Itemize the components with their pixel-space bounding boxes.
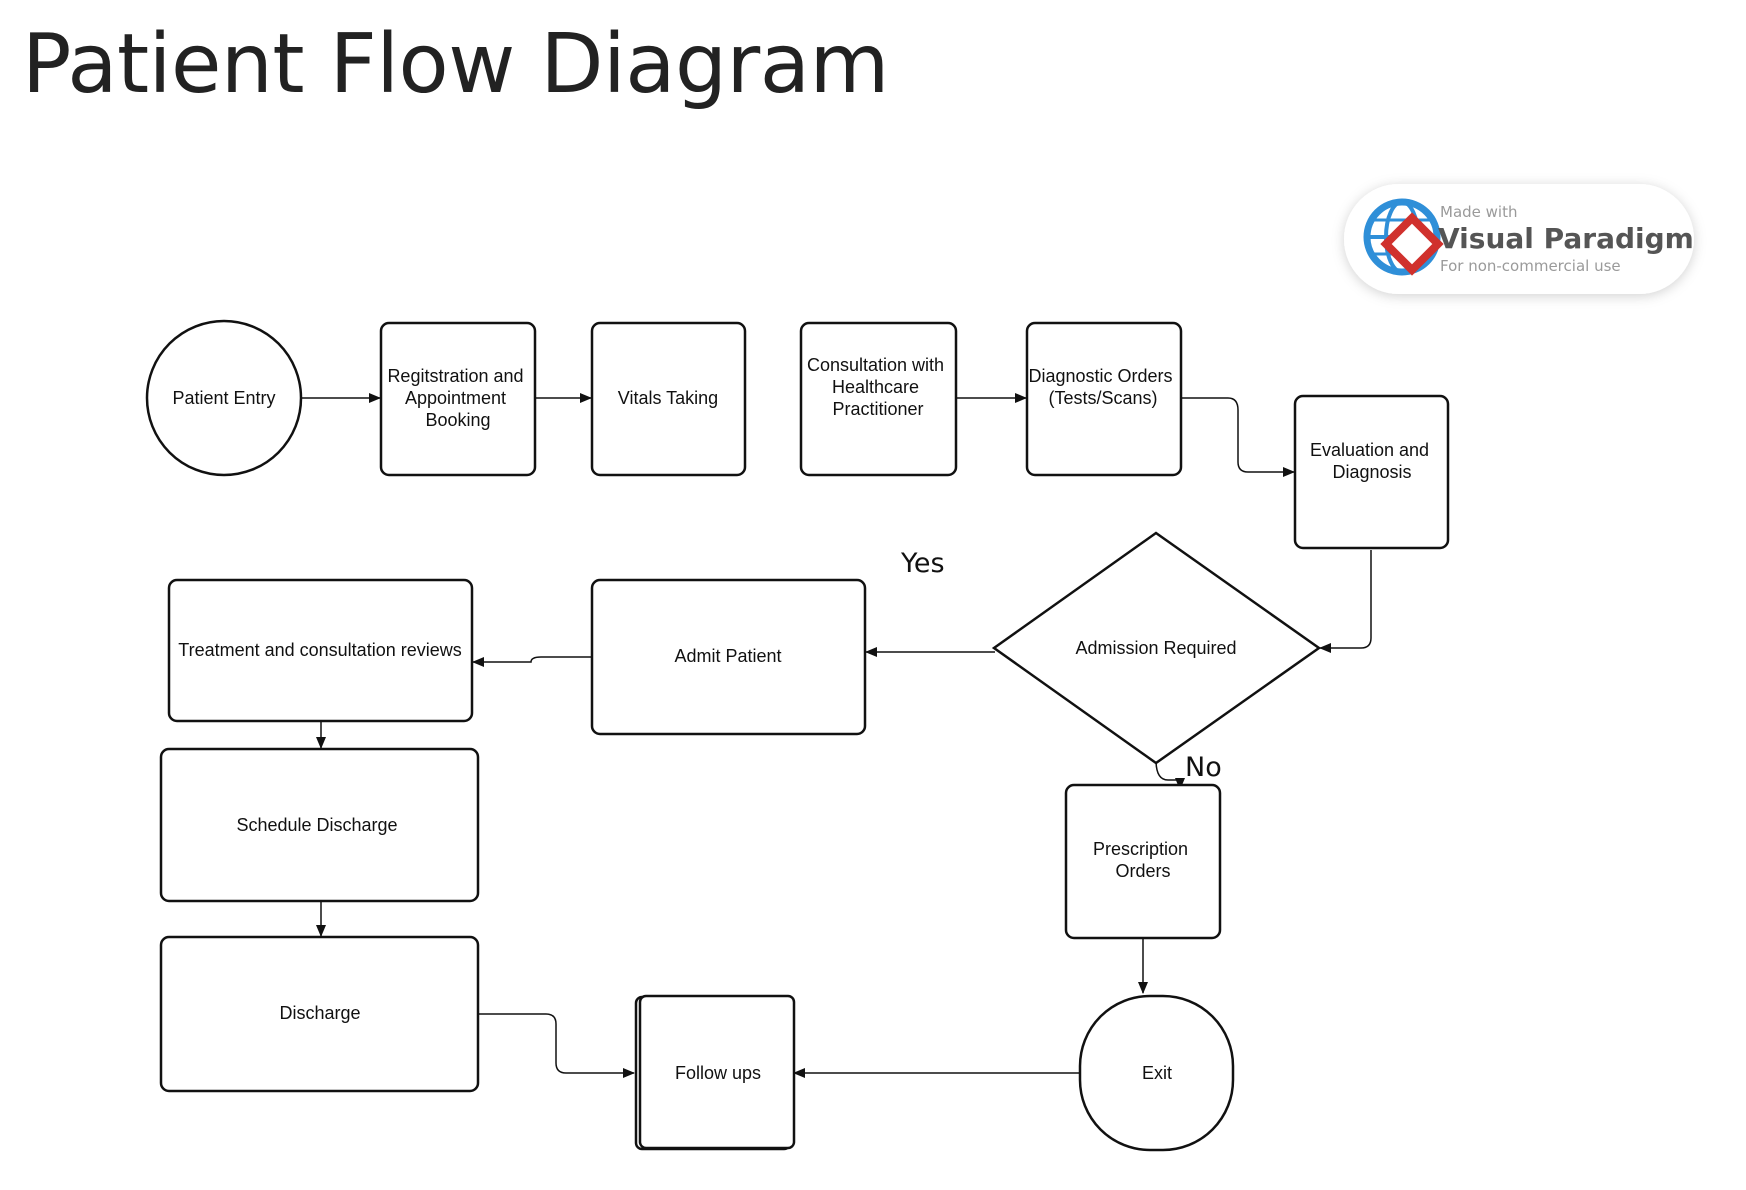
arrow-diagnostic-to-evaluation [1181,397,1295,477]
node-follow-ups [638,994,796,1150]
label-consultation: Consultation with Healthcare Practitione… [807,355,949,419]
globe-logo-icon [1363,198,1444,276]
label-diagnostic-orders: Diagnostic Orders (Tests/Scans) [1028,366,1177,408]
node-diagnostic-orders [1025,321,1183,477]
node-registration [379,321,537,477]
label-follow-ups: Follow ups [675,1063,761,1083]
node-schedule-discharge [159,747,480,903]
node-evaluation [1293,394,1450,550]
node-discharge [159,935,480,1093]
label-vitals: Vitals Taking [618,388,718,408]
branch-label-yes: Yes [900,548,945,579]
node-admit-patient [590,578,867,736]
connectors [302,393,1372,1078]
node-consultation [799,321,958,477]
node-exit [1078,994,1235,1152]
badge-made-with: Made with [1440,203,1517,221]
label-discharge: Discharge [279,1003,360,1023]
node-prescription [1064,783,1222,940]
node-patient-entry [145,319,303,477]
label-treatment: Treatment and consultation reviews [178,640,461,660]
label-prescription: Prescription Orders [1093,839,1193,881]
node-treatment [167,578,474,723]
label-exit: Exit [1142,1063,1172,1083]
node-vitals [590,321,747,477]
label-registration: Regitstration and Appointment Booking [387,366,528,430]
arrow-discharge-to-followups [478,1013,635,1078]
label-evaluation: Evaluation and Diagnosis [1310,440,1434,482]
page-title: Patient Flow Diagram [22,17,889,112]
label-admission: Admission Required [1075,638,1236,658]
label-patient-entry: Patient Entry [172,388,275,408]
arrow-admit-to-treatment [472,656,591,667]
visual-paradigm-badge: Made with Visual Paradigm For non-commer… [1344,184,1694,294]
branch-label-no: No [1185,752,1222,783]
arrow-evaluation-to-admission [1319,550,1372,653]
label-admit-patient: Admit Patient [674,646,781,666]
badge-license-note: For non-commercial use [1440,257,1621,275]
node-admission-decision [991,531,1322,765]
label-schedule-discharge: Schedule Discharge [236,815,397,835]
badge-brand-name: Visual Paradigm [1438,222,1694,255]
arrow-admission-no-to-prescription [1155,759,1185,790]
